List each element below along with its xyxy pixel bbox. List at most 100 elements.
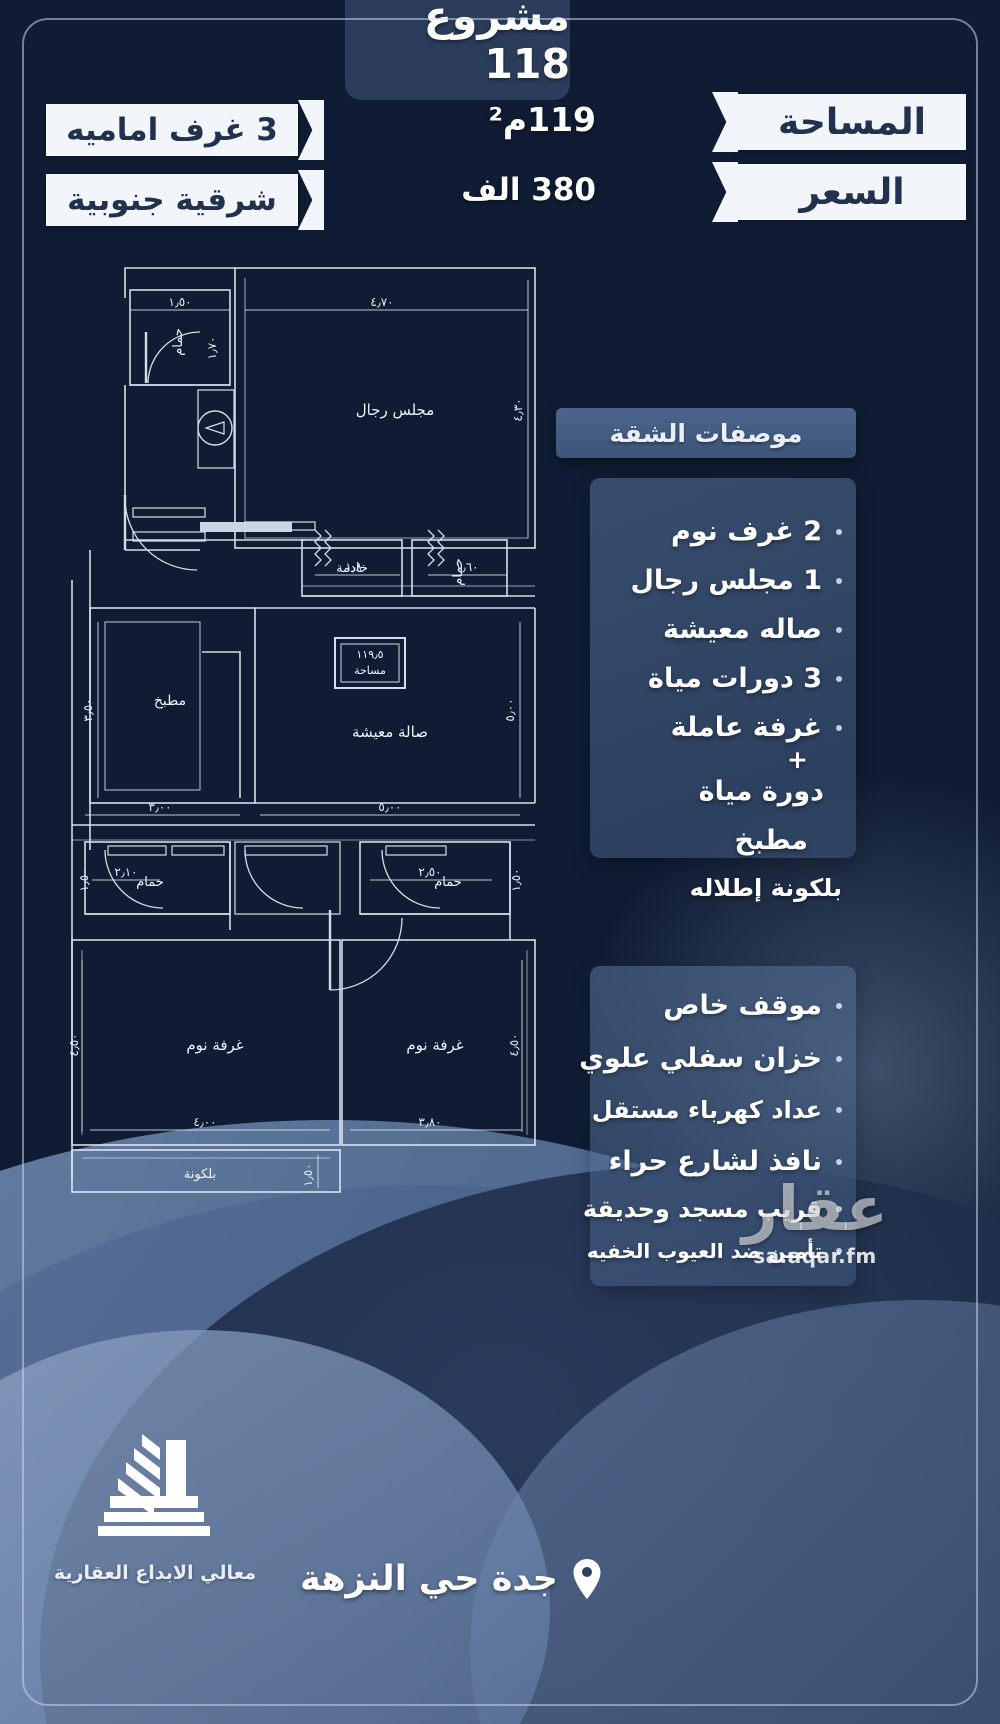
spec-item: غرفة عاملة [562,712,842,743]
floor-plan: مجلس رجال حمام خادمة حمام مطبخ صالة معيش… [30,250,560,1210]
location-pin-icon [573,1559,601,1599]
fp-dim-bath-right-w: ٢٫٥٠ [418,865,441,879]
fp-dim-bath-left-w: ٢٫١٠ [114,865,137,879]
rooms-tag: 3 غرف اماميه [46,104,298,156]
project-title: مشروع 118 [423,0,571,88]
spec-item: قريب مسجد وحديقة [562,1195,842,1223]
spec-item: 3 دورات مياة [562,663,842,694]
bullet-icon [836,1002,842,1009]
fp-dim-bath-left-h: ١٫٥٠ [77,868,91,891]
specs-heading: موصفات الشقة [609,418,803,448]
fp-dim-bath-top-w: ١٫٥٠ [168,295,191,309]
spec-item: موقف خاص [562,990,842,1021]
price-chevron-icon [712,162,738,222]
spec-text: خزان سفلي علوي [579,1043,822,1074]
fp-label-bedroom-left: غرفة نوم [186,1036,243,1054]
building-logo-icon [98,1434,210,1536]
bullet-icon [836,1055,842,1062]
fp-dim-bedroom-right-w: ٣٫٨٠ [418,1115,441,1129]
spec-item: تأمين ضد العيوب الخفيه [562,1239,842,1263]
spec-item: عداد كهرباء مستقل [562,1096,842,1124]
specs-list-extra: موقف خاص خزان سفلي علوي عداد كهرباء مستق… [562,990,842,1281]
fp-dim-bath-maid-w: ١٫٦٠ [455,560,478,574]
spec-text: موقف خاص [663,990,822,1021]
area-chevron-icon [712,92,738,152]
spec-text: مطبخ [734,825,809,856]
specs-list-main: 2 غرف نوم 1 مجلس رجال صاله معيشة 3 دورات… [562,516,842,920]
specs-panel-main [590,478,856,858]
spec-item: خزان سفلي علوي [562,1043,842,1074]
bullet-icon [836,528,842,535]
fp-label-bath-left: حمام [136,875,164,890]
area-ribbon: المساحة [712,92,966,152]
spec-text: عداد كهرباء مستقل [591,1096,822,1124]
orientation-tag: شرقية جنوبية [46,174,298,226]
bullet-icon [836,1158,842,1165]
spec-text: غرفة عاملة [670,712,822,743]
fp-area-label: مساحة [354,664,386,677]
spec-text: 1 مجلس رجال [630,565,822,596]
company-logo-block: معالي الابداع العقارية [50,1430,260,1584]
bullet-icon [836,675,842,682]
fp-dim-majlis-w: ٤٫٧٠ [370,295,393,309]
rooms-chevron-icon [298,100,324,160]
fp-dim-bath-right-h: ١٫٥٠ [509,868,523,891]
fp-dim-majlis-h: ٤٫٣٠ [511,398,525,421]
fp-label-bedroom-right: غرفة نوم [406,1036,463,1054]
fp-dim-living-w: ٥٫٠٠ [378,800,401,814]
area-value: 119م² [488,100,596,139]
spec-text: 3 دورات مياة [648,663,822,694]
price-value: 380 الف [461,172,596,208]
spec-text: صاله معيشة [663,614,822,645]
fp-label-kitchen: مطبخ [154,693,186,709]
fp-label-living: صالة معيشة [352,723,428,741]
bullet-icon [836,577,842,584]
fp-dim-balcony-d: ١٫٥٠ [301,1163,315,1186]
fp-label-maid: خادمة [336,561,368,576]
bullet-icon [836,1248,842,1254]
fp-dim-bedroom-right-h: ٤٫٥٠ [507,1033,521,1056]
price-label: السعر [799,171,905,213]
spec-text: نافذ لشارع حراء [608,1146,822,1177]
orientation-ribbon: شرقية جنوبية [46,170,324,230]
location-block: جدة حي النزهة [300,1558,602,1600]
spec-item: بلكونة إطلاله [562,874,842,902]
spec-text: + [787,745,808,774]
spec-text: تأمين ضد العيوب الخفيه [586,1239,822,1263]
spec-text: دورة مياة [698,776,824,807]
price-ribbon: السعر [712,162,966,222]
fp-dim-maid-w: ١٫٨٠ [345,560,368,574]
fp-label-bath-right: حمام [434,875,462,890]
spec-text: 2 غرف نوم [670,516,822,547]
fp-dim-living-h: ٥٫٠٠ [503,698,517,721]
bullet-icon [836,724,842,731]
fp-dim-bath-top-h: ١٫٧٠ [205,336,219,359]
spec-item: مطبخ [562,825,842,856]
bullet-icon [836,1107,842,1113]
rooms-ribbon: 3 غرف اماميه [46,100,324,160]
fp-dim-bedroom-left-h: ٤٫٥٠ [67,1033,81,1056]
price-label-tag: السعر [738,164,966,220]
fp-area-value: ١١٩٫٥ [356,648,383,661]
orientation-label: شرقية جنوبية [67,182,277,218]
fp-dim-kitchen-h: ٣٫٥٠ [81,698,95,721]
spec-item: دورة مياة [562,776,842,807]
spec-item: 1 مجلس رجال [562,565,842,596]
area-label: المساحة [778,101,926,143]
company-name: معالي الابداع العقارية [53,1562,257,1584]
rooms-label: 3 غرف اماميه [66,112,278,148]
fp-label-bath-maid: حمام [451,558,466,586]
orientation-chevron-icon [298,170,324,230]
fp-dim-bedroom-left-w: ٤٫٠٠ [193,1115,216,1129]
spec-item-plus: + [562,745,842,774]
bullet-icon [836,1206,842,1212]
spec-item: صاله معيشة [562,614,842,645]
spec-text: قريب مسجد وحديقة [582,1195,822,1223]
fp-label-majlis: مجلس رجال [356,401,435,419]
location-text: جدة حي النزهة [300,1559,558,1599]
project-title-tab: مشروع 118 [345,0,571,100]
specs-heading-banner: موصفات الشقة [556,408,856,458]
area-label-tag: المساحة [738,94,966,150]
fp-label-balcony: بلكونة [184,1167,216,1182]
